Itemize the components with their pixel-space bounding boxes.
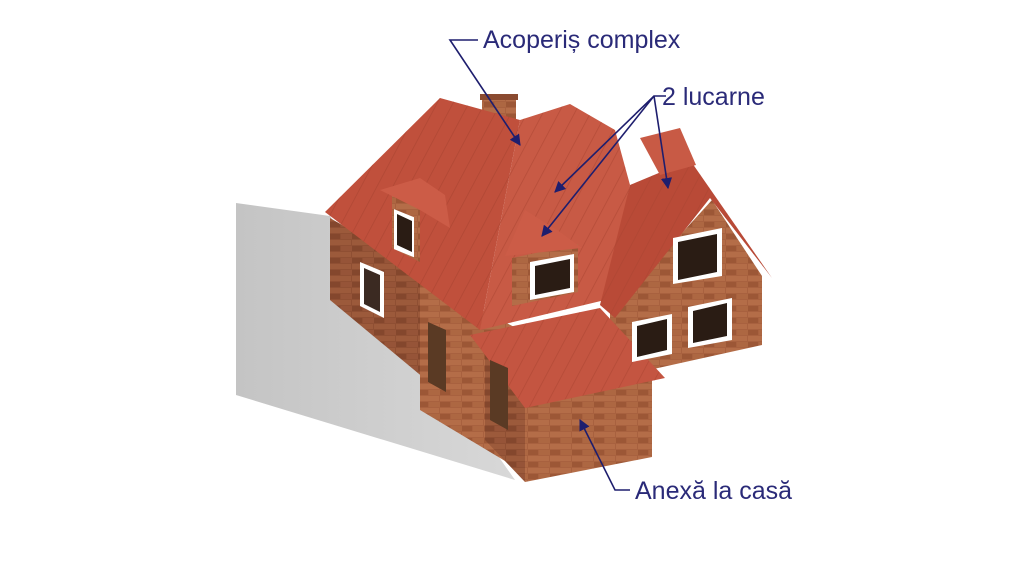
dormer-left-roof [380, 178, 450, 228]
front-door-2 [490, 360, 508, 430]
dormers-annotation-label: 2 lucarne [662, 83, 765, 111]
rear-dormer [640, 128, 696, 175]
dormer-arrow-3 [653, 95, 673, 190]
gable-window-bottom-left-glass [637, 319, 667, 357]
annex-roof-seams [470, 308, 665, 408]
main-roof-left-seams [325, 98, 520, 330]
front-door-1 [428, 322, 446, 392]
left-wall-window-glass [364, 268, 380, 312]
chimney-cap [480, 94, 518, 100]
dormer-left-glass [397, 214, 412, 252]
gable-window-top-glass [678, 234, 717, 280]
gable-roof-seams [600, 160, 772, 318]
annex-arrow [579, 418, 630, 491]
dormer-center-glass [535, 259, 570, 295]
roof-annotation-label: Acoperiș complex [483, 26, 681, 54]
gable-window-bottom-right-glass [693, 303, 727, 343]
annex-annotation-label: Anexă la casă [635, 477, 793, 505]
dormer-arrow-2 [541, 95, 655, 237]
annotation-arrows [448, 39, 673, 491]
roof-arrow [448, 39, 521, 146]
